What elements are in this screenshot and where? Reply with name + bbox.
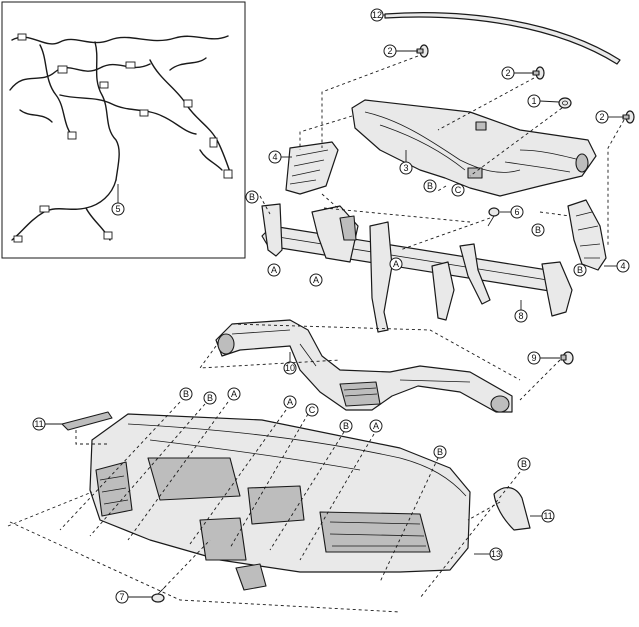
ref-b: B	[517, 457, 531, 471]
svg-text:9: 9	[531, 353, 536, 363]
side-vent-bracket-left	[285, 141, 339, 195]
instrument-panel	[89, 413, 471, 591]
cross-member-beam	[261, 203, 573, 333]
callout-11: 11	[32, 417, 46, 431]
callout-11: 11	[541, 509, 555, 523]
svg-text:A: A	[373, 421, 379, 431]
svg-text:13: 13	[491, 549, 501, 559]
inset-frame	[1, 1, 246, 259]
assembly-lines	[7, 55, 625, 613]
clip-icon	[532, 66, 545, 80]
ref-a: A	[283, 395, 297, 409]
svg-text:B: B	[521, 459, 527, 469]
svg-text:6: 6	[514, 207, 519, 217]
svg-text:2: 2	[599, 112, 604, 122]
svg-text:4: 4	[620, 261, 625, 271]
ref-c: C	[305, 403, 319, 417]
clip-icon	[416, 44, 429, 58]
svg-text:B: B	[249, 192, 255, 202]
callout-3: 3	[399, 161, 413, 175]
svg-text:B: B	[427, 181, 433, 191]
ref-a: A	[369, 419, 383, 433]
svg-text:2: 2	[387, 46, 392, 56]
callout-2: 2	[501, 66, 515, 80]
callout-1: 1	[527, 94, 541, 108]
clip-icon	[622, 110, 635, 124]
svg-text:7: 7	[119, 592, 124, 602]
side-trim-panel-left	[61, 411, 113, 431]
center-duct	[351, 99, 597, 197]
svg-text:3: 3	[403, 163, 408, 173]
callout-13: 13	[489, 547, 503, 561]
screw-icon	[487, 207, 500, 227]
ref-b: B	[203, 391, 217, 405]
svg-text:12: 12	[372, 10, 382, 20]
svg-text:5: 5	[115, 204, 120, 214]
ref-b: B	[433, 445, 447, 459]
ref-b: B	[573, 263, 587, 277]
svg-text:A: A	[231, 389, 237, 399]
ref-b: B	[339, 419, 353, 433]
svg-text:10: 10	[285, 363, 295, 373]
svg-text:B: B	[343, 421, 349, 431]
callout-8: 8	[514, 309, 528, 323]
antenna-strip	[384, 12, 621, 65]
svg-text:A: A	[313, 275, 319, 285]
air-duct	[215, 319, 513, 413]
side-vent-bracket-right	[567, 199, 607, 271]
svg-text:8: 8	[518, 311, 523, 321]
svg-text:B: B	[207, 393, 213, 403]
ref-b: B	[423, 179, 437, 193]
svg-text:2: 2	[505, 68, 510, 78]
ref-c: C	[451, 183, 465, 197]
callout-6: 6	[510, 205, 524, 219]
callout-9: 9	[527, 351, 541, 365]
callout-5: 5	[111, 202, 125, 216]
side-trim-panel-right	[493, 487, 531, 531]
ref-a: A	[389, 257, 403, 271]
svg-text:1: 1	[531, 96, 536, 106]
ref-a: A	[267, 263, 281, 277]
svg-text:B: B	[577, 265, 583, 275]
svg-text:B: B	[437, 447, 443, 457]
callout-4: 4	[616, 259, 630, 273]
ref-b: B	[179, 387, 193, 401]
svg-text:C: C	[309, 405, 316, 415]
svg-text:4: 4	[272, 152, 277, 162]
svg-text:A: A	[271, 265, 277, 275]
svg-text:11: 11	[543, 511, 552, 521]
callout-12: 12	[370, 8, 384, 22]
callout-2: 2	[383, 44, 397, 58]
svg-text:C: C	[455, 185, 462, 195]
callout-4: 4	[268, 150, 282, 164]
callout-2: 2	[595, 110, 609, 124]
nut-icon	[558, 97, 572, 109]
reference-labels: B B C B B A A A B B A A C B A B B	[179, 179, 587, 471]
ref-a: A	[227, 387, 241, 401]
ref-b: B	[531, 223, 545, 237]
svg-text:B: B	[535, 225, 541, 235]
ref-b: B	[245, 190, 259, 204]
callout-7: 7	[115, 590, 129, 604]
ref-a: A	[309, 273, 323, 287]
grommet-icon	[560, 351, 574, 365]
svg-text:11: 11	[34, 419, 43, 429]
svg-text:A: A	[287, 397, 293, 407]
svg-text:A: A	[393, 259, 399, 269]
wiring-harness	[9, 33, 233, 243]
callout-10: 10	[283, 361, 297, 375]
svg-text:B: B	[183, 389, 189, 399]
